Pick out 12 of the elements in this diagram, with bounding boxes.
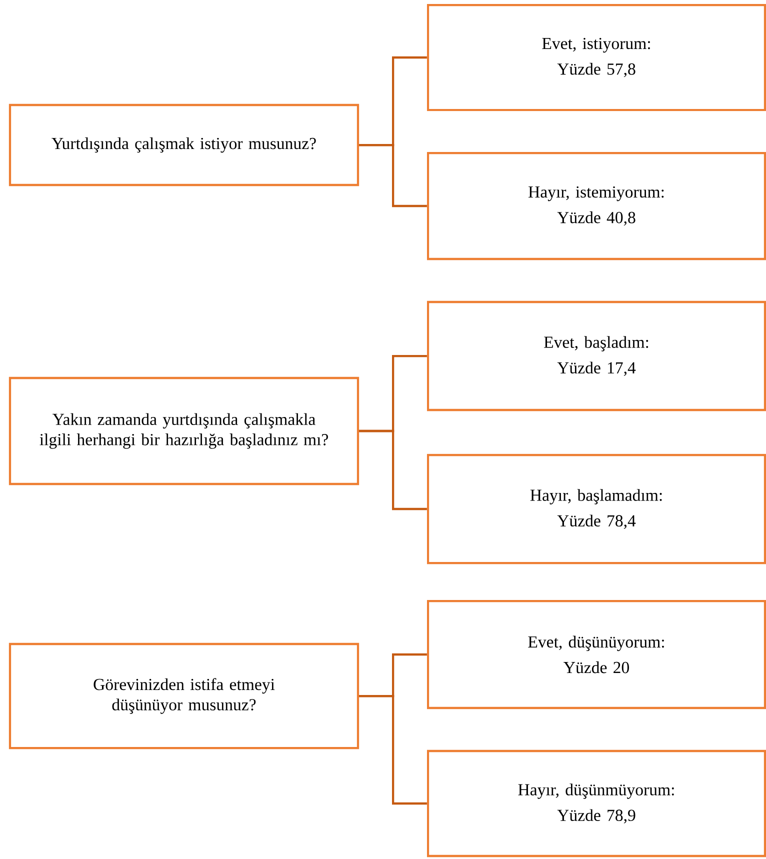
answer-box: Hayır, düşünmüyorum: Yüzde 78,9 bbox=[426, 750, 766, 858]
process-box: Görevinizden istifa etmeyi düşünüyor musunuz? bbox=[8, 642, 360, 750]
connector bbox=[359, 430, 427, 510]
answer-box: Evet, başladım: Yüzde 17,4 bbox=[426, 300, 766, 412]
answer-box: Evet, düşünüyorum: Yüzde 20 bbox=[426, 600, 766, 710]
answer-box: Hayır, istemiyorum: Yüzde 40,8 bbox=[426, 152, 766, 260]
connector bbox=[359, 694, 427, 805]
process-box: Yakın zamanda yurtdışında çalışmakla ilgili herhangi bir hazırlığa başladınız mı? bbox=[8, 376, 360, 486]
answer-box: Hayır, başlamadım: Yüzde 78,4 bbox=[426, 454, 766, 564]
connector bbox=[359, 144, 427, 208]
answer-box: Evet, istiyorum: Yüzde 57,8 bbox=[426, 4, 766, 112]
process-box: Yurtdışında çalışmak istiyor musunuz? bbox=[8, 104, 360, 186]
